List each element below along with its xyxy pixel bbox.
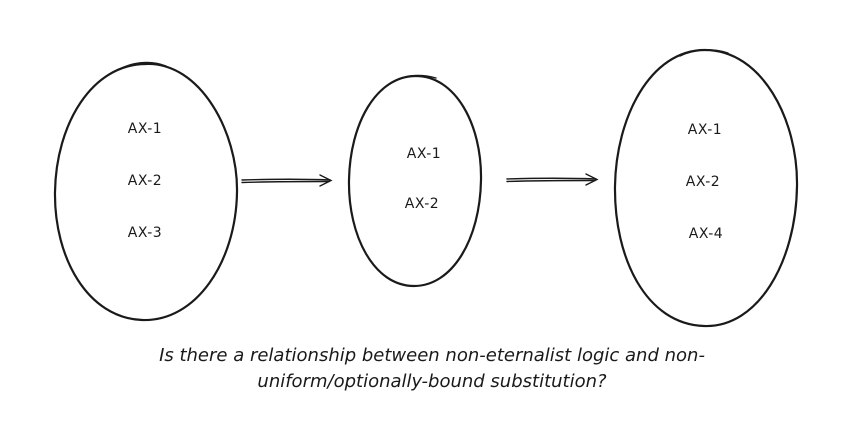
axiom-set-3-outline-overstroke	[679, 49, 729, 57]
axiom-set-3-outline	[613, 48, 799, 328]
axiom-set-2-outline-overstroke	[395, 74, 437, 81]
axiom-label: AX-1	[128, 121, 162, 137]
axiom-set-2-outline	[347, 74, 483, 288]
axiom-label: AX-3	[128, 225, 162, 241]
axiom-label: AX-2	[686, 174, 720, 190]
axiom-label: AX-1	[407, 146, 441, 162]
caption-line-2: uniform/optionally-bound substitution?	[257, 371, 607, 392]
caption-line-1: Is there a relationship between non-eter…	[159, 345, 705, 366]
axiom-label: AX-1	[688, 122, 722, 138]
axiom-set-1-outline	[53, 62, 239, 322]
axiom-set-3: AX-1 AX-2 AX-4	[613, 48, 799, 328]
axiom-label: AX-2	[405, 196, 439, 212]
arrow-1	[241, 174, 333, 187]
axiom-label: AX-4	[689, 226, 723, 242]
arrow-2	[506, 173, 599, 186]
diagram-caption: Is there a relationship between non-eter…	[0, 343, 864, 395]
axiom-set-2: AX-1 AX-2	[347, 74, 483, 288]
axiom-set-1-outline-overstroke	[117, 61, 167, 71]
axiom-label: AX-2	[128, 173, 162, 189]
axiom-set-1: AX-1 AX-2 AX-3	[53, 61, 239, 322]
